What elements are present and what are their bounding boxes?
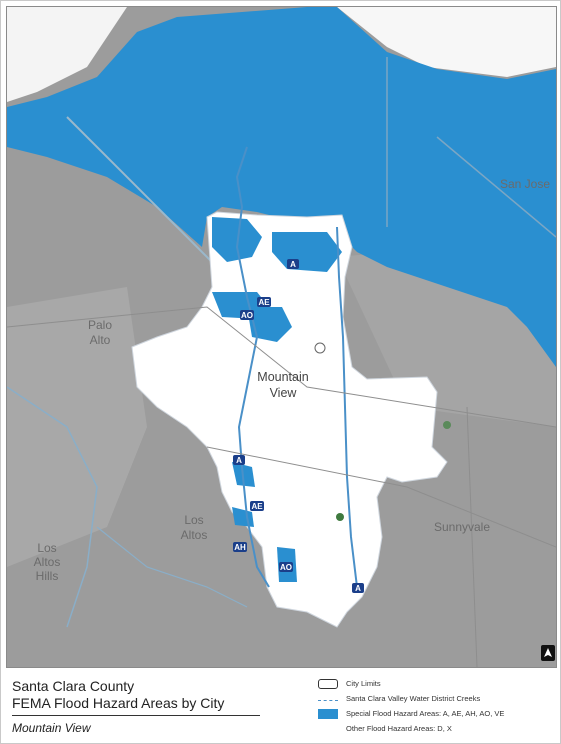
special-flood-swatch <box>318 708 338 719</box>
city-label-line2: View <box>270 386 298 400</box>
zone-badge: A <box>233 455 245 465</box>
zone-badge: AH <box>233 542 247 552</box>
label-los-hills-2: Altos <box>34 555 61 569</box>
label-los-hills-1: Los <box>37 541 56 555</box>
park-icon <box>443 421 451 429</box>
svg-text:AE: AE <box>251 502 263 511</box>
legend-label: Other Flood Hazard Areas: D, X <box>346 724 452 733</box>
legend-label: Special Flood Hazard Areas: A, AE, AH, A… <box>346 709 505 718</box>
legend: City Limits Santa Clara Valley Water Dis… <box>318 676 554 736</box>
subtitle-city: Mountain View <box>12 721 91 735</box>
zone-badge: A <box>352 583 364 593</box>
legend-item-other-flood: Other Flood Hazard Areas: D, X <box>318 721 554 736</box>
title-county: Santa Clara County <box>12 678 135 694</box>
palo-alto-area <box>7 287 147 567</box>
legend-item-creeks: Santa Clara Valley Water District Creeks <box>318 691 554 706</box>
special-flood-hazard-area-bay <box>7 7 556 367</box>
city-limits-swatch <box>318 678 338 689</box>
creek-south <box>96 526 248 608</box>
label-altos: Altos <box>181 528 208 542</box>
creek-swatch <box>318 697 338 701</box>
zone-badge: A <box>287 259 299 269</box>
creek-permanente <box>336 226 358 588</box>
legend-item-special-flood: Special Flood Hazard Areas: A, AE, AH, A… <box>318 706 554 721</box>
park-icon <box>336 513 344 521</box>
svg-text:A: A <box>290 260 296 269</box>
label-los: Los <box>184 513 203 527</box>
zone-badge: AE <box>250 501 264 511</box>
svg-text:AO: AO <box>280 563 292 572</box>
label-palo: Palo <box>88 318 112 332</box>
label-sunnyvale: Sunnyvale <box>434 520 490 534</box>
zone-badge: AE <box>257 297 271 307</box>
title-block: Santa Clara County FEMA Flood Hazard Are… <box>12 678 262 735</box>
top-left-white <box>7 7 127 102</box>
legend-label: Santa Clara Valley Water District Creeks <box>346 694 481 703</box>
label-san-jose: San Jose <box>500 177 550 191</box>
svg-text:AE: AE <box>258 298 270 307</box>
svg-text:A: A <box>355 584 361 593</box>
svg-text:AO: AO <box>241 311 253 320</box>
flood-map: Palo Alto Los Altos Los Altos Hills Sunn… <box>6 6 557 668</box>
zone-badge: AO <box>279 562 293 572</box>
city-label-line1: Mountain <box>257 370 308 384</box>
city-limits-mountain-view <box>131 211 448 628</box>
svg-text:AH: AH <box>234 543 246 552</box>
other-flood-swatch <box>318 724 338 734</box>
legend-label: City Limits <box>346 679 381 688</box>
label-los-hills-3: Hills <box>36 569 59 583</box>
footer: Santa Clara County FEMA Flood Hazard Are… <box>6 668 555 742</box>
label-alto: Alto <box>90 333 111 347</box>
flood-patch-ao-north <box>247 307 292 342</box>
creek-west <box>7 386 98 628</box>
creek-stevens <box>235 146 270 588</box>
top-right-white <box>337 7 556 77</box>
highway-shield-icon <box>314 342 326 354</box>
north-arrow-icon <box>541 645 555 661</box>
svg-text:A: A <box>236 456 242 465</box>
legend-item-city-limits: City Limits <box>318 676 554 691</box>
title-fema: FEMA Flood Hazard Areas by City <box>12 695 225 711</box>
title-divider <box>12 715 260 716</box>
zone-badge: AO <box>240 310 254 320</box>
